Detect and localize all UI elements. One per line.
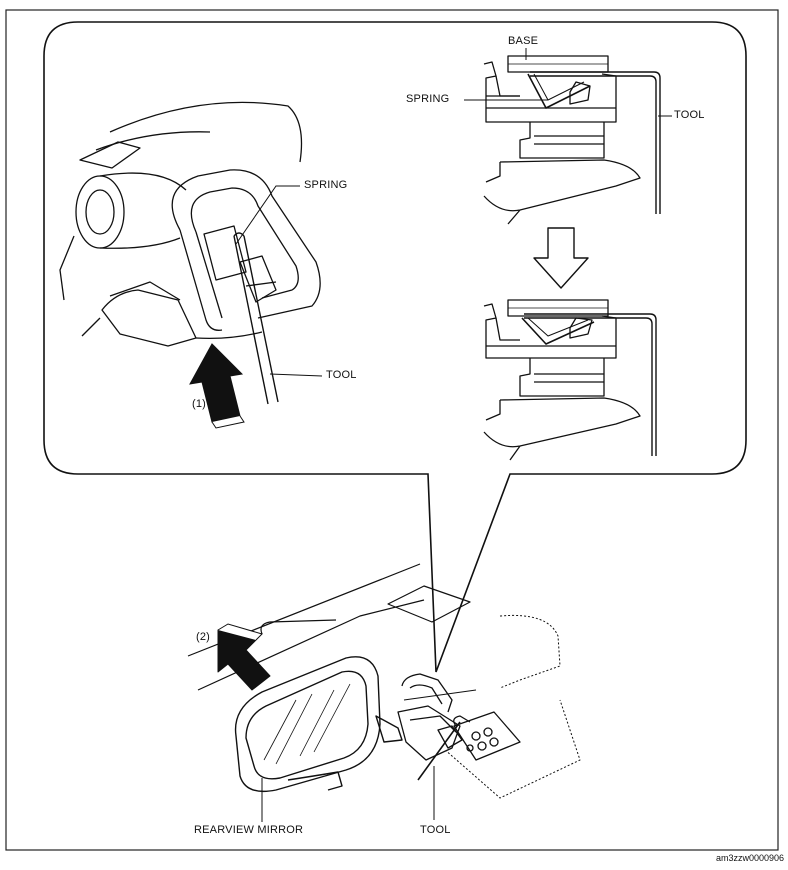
figure-code: am3zzw0000906 — [716, 853, 785, 863]
label-step-2: (2) — [196, 631, 211, 643]
label-spring-left: SPRING — [304, 179, 348, 191]
leader-line-tool-left — [269, 373, 323, 377]
pull-arrow-icon — [217, 623, 271, 691]
label-spring-top: SPRING — [406, 93, 450, 105]
label-base: BASE — [508, 35, 539, 47]
cross-section-before — [483, 55, 661, 225]
callout-bubble — [43, 21, 747, 673]
leader-line-spring-left — [235, 185, 300, 245]
mirror-mount-illustration — [397, 673, 521, 781]
rearview-mirror-illustration — [234, 656, 403, 793]
label-tool-top: TOOL — [674, 109, 705, 121]
down-arrow-icon — [533, 227, 589, 289]
spring-closeup-illustration — [59, 101, 321, 405]
cross-section-after — [483, 299, 657, 461]
label-tool-bottom: TOOL — [420, 824, 451, 836]
label-rearview-mirror: REARVIEW MIRROR — [194, 824, 304, 836]
page-border — [5, 9, 779, 851]
push-arrow-icon — [189, 343, 245, 429]
label-step-1: (1) — [192, 398, 207, 410]
label-tool-left: TOOL — [326, 369, 357, 381]
